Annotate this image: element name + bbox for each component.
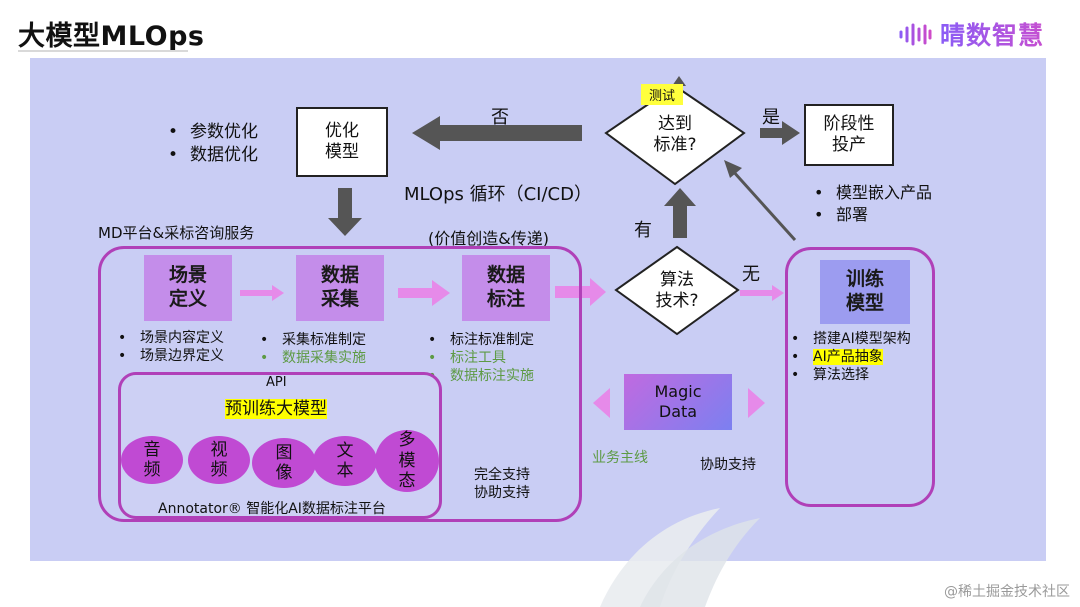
arrow-magic-left — [593, 388, 610, 418]
arrow-yes-to-stage — [760, 121, 800, 145]
arrow-algo-up — [664, 188, 696, 238]
assist-support-label: 协助支持 — [700, 457, 756, 473]
list-item: •部署 — [814, 205, 869, 224]
optimize-bullet-list: •参数优化 •数据优化 — [168, 121, 258, 167]
decor-curve — [600, 508, 720, 607]
list-item: •模型嵌入产品 — [814, 183, 933, 202]
reach-diamond-label: 达到标准? — [653, 114, 697, 156]
list-item: •标注标准制定 — [428, 332, 534, 348]
step-scene-bullets: •场景内容定义 •场景边界定义 — [118, 329, 224, 365]
list-item: •搭建AI模型架构 — [791, 331, 911, 347]
modality-multimodal: 多模态 — [375, 430, 439, 492]
list-item: •数据标注实施 — [428, 368, 534, 384]
train-container — [785, 247, 935, 507]
list-item: •标注工具 — [428, 350, 506, 366]
step-label-bullets: •标注标准制定 •标注工具 •数据标注实施 — [428, 331, 534, 385]
platform-label: MD平台&采标咨询服务 — [98, 224, 255, 242]
list-item: •数据采集实施 — [260, 350, 366, 366]
list-item: •AI产品抽象 — [791, 349, 883, 365]
logo-text: 晴数智慧 — [940, 16, 1044, 52]
train-model-tile: 训练模型 — [820, 260, 910, 324]
arrow-optimize-down — [328, 188, 362, 236]
step-collect-tile: 数据采集 — [296, 255, 384, 321]
stage-bullet-list: •模型嵌入产品 •部署 — [814, 182, 932, 226]
list-item: •采集标准制定 — [260, 332, 366, 348]
list-item: •场景内容定义 — [118, 330, 224, 346]
mlops-cycle-label: MLOps 循环（CI/CD） — [404, 184, 592, 205]
arrow-no-to-optimize — [412, 116, 582, 150]
business-line-label: 业务主线 — [592, 450, 648, 466]
have-label: 有 — [634, 220, 652, 241]
list-item: •场景边界定义 — [118, 348, 224, 364]
none-label: 无 — [742, 264, 760, 285]
step-scene-tile: 场景定义 — [144, 255, 232, 321]
pretrain-label: 预训练大模型 — [225, 399, 327, 419]
list-item: 协助支持 — [474, 485, 530, 501]
arrow-collect-to-label — [398, 280, 450, 306]
reach-diamond — [604, 84, 746, 186]
list-item: 完全支持 — [474, 467, 530, 483]
brand-logo: 晴数智慧 — [898, 14, 1044, 54]
watermark: @稀土掘金技术社区 — [944, 584, 1070, 600]
arrow-magic-right — [748, 388, 765, 418]
modality-text: 文本 — [313, 436, 377, 486]
algo-diamond — [614, 245, 740, 336]
title-underline — [18, 50, 188, 52]
arrow-algo-to-train — [740, 285, 784, 301]
train-bullet-list: •搭建AI模型架构 •AI产品抽象 •算法选择 — [791, 330, 911, 384]
algo-diamond-label: 算法技术? — [655, 270, 699, 312]
stage-production-box: 阶段性投产 — [804, 104, 894, 166]
modality-video: 视频 — [188, 436, 250, 484]
step-collect-bullets: •采集标准制定 •数据采集实施 — [260, 331, 366, 367]
platform-container — [98, 246, 582, 522]
modality-image: 图像 — [252, 438, 316, 488]
page-title: 大模型MLOps — [18, 21, 205, 52]
no-label: 否 — [491, 107, 509, 128]
arrow-top-small — [672, 76, 686, 86]
optimize-model-box: 优化模型 — [296, 107, 388, 177]
arrow-scene-to-collect — [240, 285, 284, 301]
list-item: •算法选择 — [791, 367, 869, 383]
test-badge: 测试 — [641, 84, 684, 105]
logo-wave-icon — [899, 23, 932, 46]
list-item: •参数优化 — [168, 122, 258, 142]
api-label: API — [266, 375, 287, 390]
step-label-tile: 数据标注 — [462, 255, 550, 321]
arrow-train-to-reach — [730, 168, 797, 242]
value-label: (价值创造&传递) — [428, 229, 549, 248]
modality-audio: 音频 — [121, 436, 183, 484]
yes-label: 是 — [762, 107, 780, 128]
list-item: •数据优化 — [168, 145, 258, 165]
annotator-label: Annotator® 智能化AI数据标注平台 — [158, 501, 386, 517]
support-labels: 完全支持 协助支持 — [474, 466, 530, 502]
